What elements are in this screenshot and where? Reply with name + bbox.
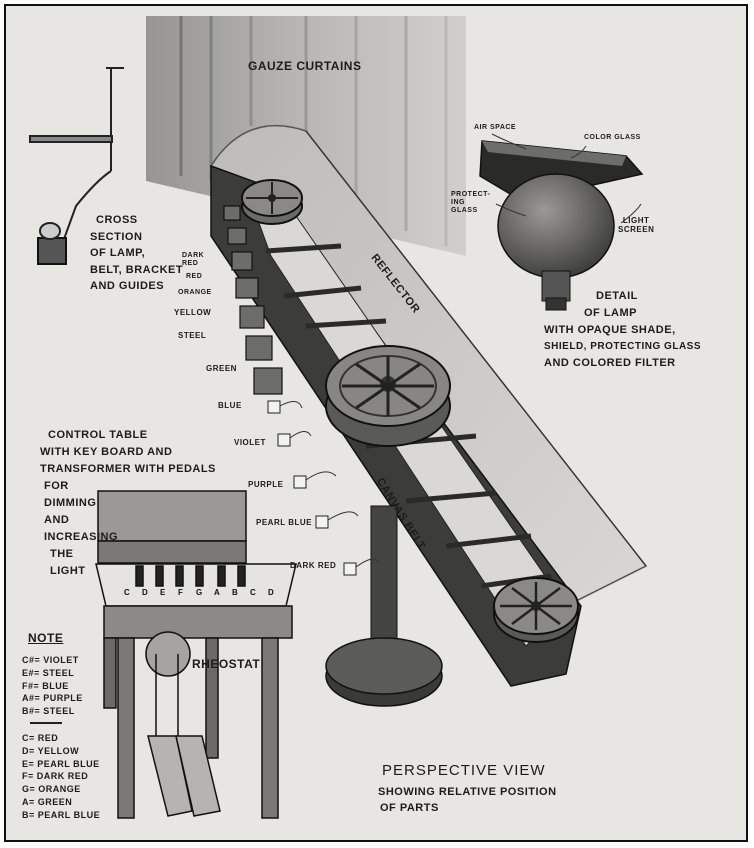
color-label-orange: ORANGE [178,289,212,296]
top-pulley [241,179,303,225]
detail-of-lamp-caption: DETAIL OF LAMP WITH OPAQUE SHADE, SHIELD… [544,290,702,369]
key-label: A [214,588,220,597]
lamp-detail-drawing [479,140,644,311]
color-glass-label: COLOR GLASS [584,134,641,141]
key-label: D [142,588,148,597]
color-label-steel: STEEL [178,331,207,340]
cross-section-caption: CROSS SECTION OF LAMP, BELT, BRACKET AND… [90,214,184,292]
key-label: F [178,588,183,597]
bottom-pulley [493,577,579,643]
perspective-subtitle: SHOWING RELATIVE POSITION [378,786,557,798]
note-divider [30,722,62,724]
leader-lines [491,133,642,224]
control-table-drawing [95,490,297,819]
perspective-drawing [6,6,746,840]
pedestal [325,505,443,707]
key-label: G [196,588,203,597]
key-label: B [232,588,238,597]
note-naturals-list: C= RED D= YELLOW E= PEARL BLUE F= DARK R… [22,733,101,820]
cross-section-drawing [29,67,124,265]
color-label-dark-red-lower: DARK RED [290,561,337,570]
gauze-curtains-label: GAUZE CURTAINS [248,59,362,73]
light-screen-label: LIGHT SCREEN [618,216,655,235]
key-label: C [124,588,130,597]
color-label-green: GREEN [206,364,237,373]
perspective-view-title: PERSPECTIVE VIEW [382,762,546,779]
rheostat-label: RHEOSTAT [192,657,261,671]
note-title: NOTE [28,631,64,645]
color-label-blue: BLUE [218,401,242,410]
color-label-red: RED [186,273,203,280]
control-table-caption: CONTROL TABLE WITH KEY BOARD AND TRANSFO… [40,429,216,578]
color-label-yellow: YELLOW [174,308,212,317]
key-label: E [160,588,166,597]
middle-pulley [325,345,451,447]
color-label-pearl-blue: PEARL BLUE [256,518,312,527]
key-label: D [268,588,274,597]
hanging-lamps [267,400,357,576]
note-sharps-list: C#= VIOLET E#= STEEL F#= BLUE A#= PURPLE… [22,655,83,717]
illustration-frame: GAUZE CURTAINS AIR SPACE COLOR GLASS PRO… [4,4,748,842]
color-label-purple: PURPLE [248,480,284,489]
color-label-violet: VIOLET [234,438,266,447]
protecting-glass-label: PROTECT- ING GLASS [451,191,491,215]
lamp-wires [279,401,379,568]
key-label: C [250,588,256,597]
perspective-subtitle-2: OF PARTS [380,802,439,814]
air-space-label: AIR SPACE [474,124,517,131]
belt-lamps [223,205,283,395]
